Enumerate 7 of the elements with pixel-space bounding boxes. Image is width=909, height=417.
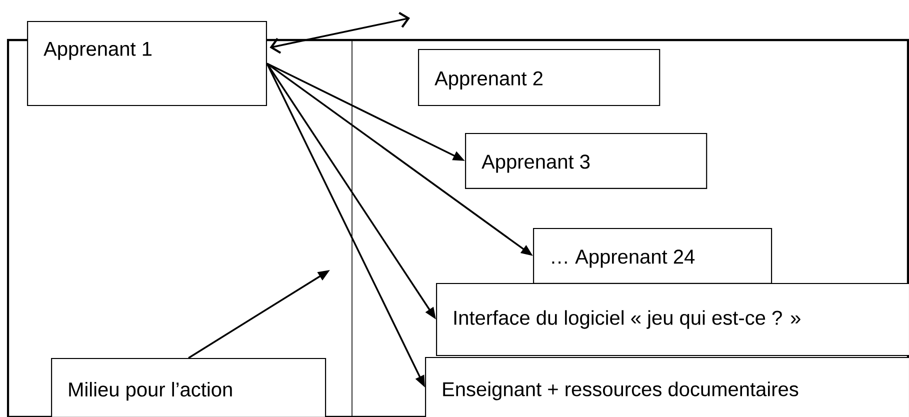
text-box: Enseignant + ressources documentaires — [425, 356, 909, 417]
text-box: Apprenant 1 — [27, 21, 268, 106]
text-box: Apprenant 3 — [465, 133, 708, 189]
text-box: Milieu pour l’action — [51, 358, 326, 417]
text-box: Apprenant 2 — [418, 49, 660, 106]
text-box: … Apprenant 24 — [533, 228, 772, 284]
arrow — [270, 12, 410, 54]
